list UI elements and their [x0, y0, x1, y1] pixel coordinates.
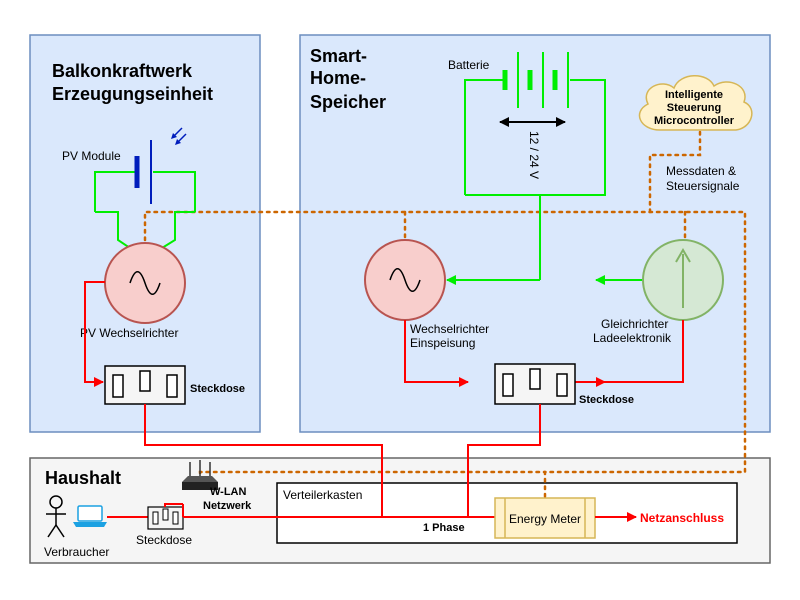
pv-dc-lines	[95, 211, 195, 249]
wlan-label-line2: Netzwerk	[203, 500, 252, 512]
haushalt-socket-icon	[147, 506, 184, 530]
rectifier-icon	[642, 239, 724, 321]
balkon-to-distribution-line	[144, 404, 383, 517]
pv-module-label: PV Module	[62, 149, 121, 163]
pv-inverter-icon	[104, 242, 186, 324]
rectifier-label-line1: Gleichrichter	[601, 317, 668, 331]
speicher-title-line2: Home-	[310, 68, 366, 88]
wlan-router-icon	[182, 460, 218, 490]
controller-cloud-icon	[638, 75, 753, 131]
energy-meter-icon	[494, 497, 596, 539]
energy-meter-label: Energy Meter	[509, 512, 581, 526]
pv-to-socket-line	[84, 281, 105, 387]
signals-label-line1: Messdaten &	[666, 164, 736, 178]
feedin-inverter-label-line1: Wechselrichter	[410, 322, 489, 336]
battery-label: Batterie	[448, 58, 490, 72]
rectifier-return-line	[605, 320, 684, 383]
wlan-label-line1: W-LAN	[210, 486, 246, 498]
grid-label: Netzanschluss	[640, 511, 724, 525]
pv-module-icon	[94, 127, 196, 212]
speicher-socket-label: Steckdose	[579, 394, 634, 406]
speicher-title-line3: Speicher	[310, 92, 386, 112]
signals-label-line2: Steuersignale	[666, 179, 740, 193]
consumer-person-icon	[46, 495, 66, 538]
speicher-to-distribution-line	[467, 404, 541, 517]
speicher-socket-icon	[494, 363, 576, 405]
consumer-label: Verbraucher	[44, 545, 109, 559]
distribution-label: Verteilerkasten	[283, 488, 362, 502]
balkon-socket-icon	[104, 365, 186, 405]
dc-bus-lines	[446, 195, 643, 285]
haushalt-title: Haushalt	[45, 468, 121, 488]
balkon-socket-label: Steckdose	[190, 383, 245, 395]
voltage-label: 12 / 24 V	[527, 131, 541, 179]
socket-to-bus-line	[164, 503, 183, 507]
feedin-inverter-label-line2: Einspeisung	[410, 336, 475, 350]
rectifier-label-line2: Ladeelektronik	[593, 331, 672, 345]
balkon-title-line2: Erzeugungseinheit	[52, 84, 213, 104]
haushalt-socket-label: Steckdose	[136, 533, 192, 547]
phase-label: 1 Phase	[423, 522, 465, 534]
speicher-title-line1: Smart-	[310, 46, 367, 66]
balkon-title-line1: Balkonkraftwerk	[52, 61, 193, 81]
laptop-icon	[73, 505, 107, 527]
battery-icon	[464, 52, 606, 196]
inverter-to-socket-line	[404, 320, 469, 387]
feedin-inverter-icon	[364, 239, 446, 321]
controller-label-line2: Steuerung	[667, 102, 721, 114]
controller-label-line3: Microcontroller	[654, 115, 735, 127]
pv-inverter-label: PV Wechselrichter	[80, 326, 178, 340]
controller-label-line1: Intelligente	[665, 89, 723, 101]
